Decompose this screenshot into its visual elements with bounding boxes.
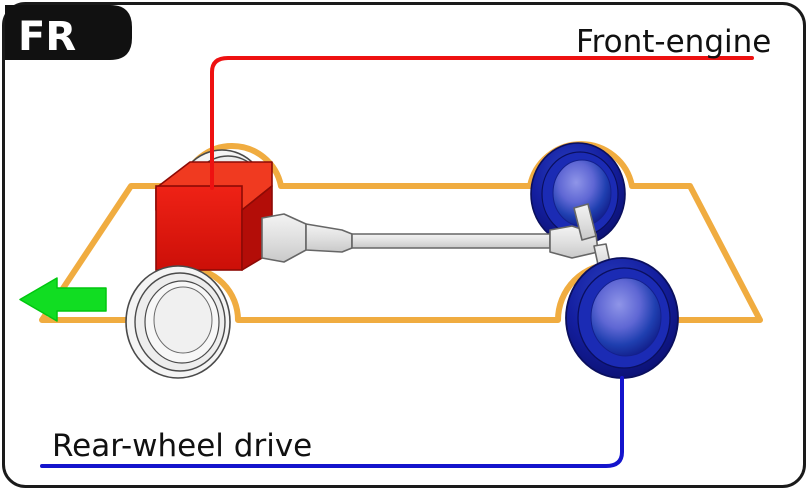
front-engine-label: Front-engine [576,24,771,60]
front-engine-leader [210,56,754,190]
fr-badge: FR [5,5,132,60]
engine-block [155,161,273,271]
front-left-wheel [125,265,231,379]
propeller-shaft [351,233,551,249]
rear-wheel-drive-label: Rear-wheel drive [52,428,312,464]
direction-of-travel-arrow [19,277,107,322]
drivetrain [261,203,613,275]
rear-left-halfshaft [573,203,597,241]
fr-badge-label: FR [18,14,76,60]
rear-wheel-drive-leader [40,376,624,468]
rear-left-wheel [565,257,679,379]
